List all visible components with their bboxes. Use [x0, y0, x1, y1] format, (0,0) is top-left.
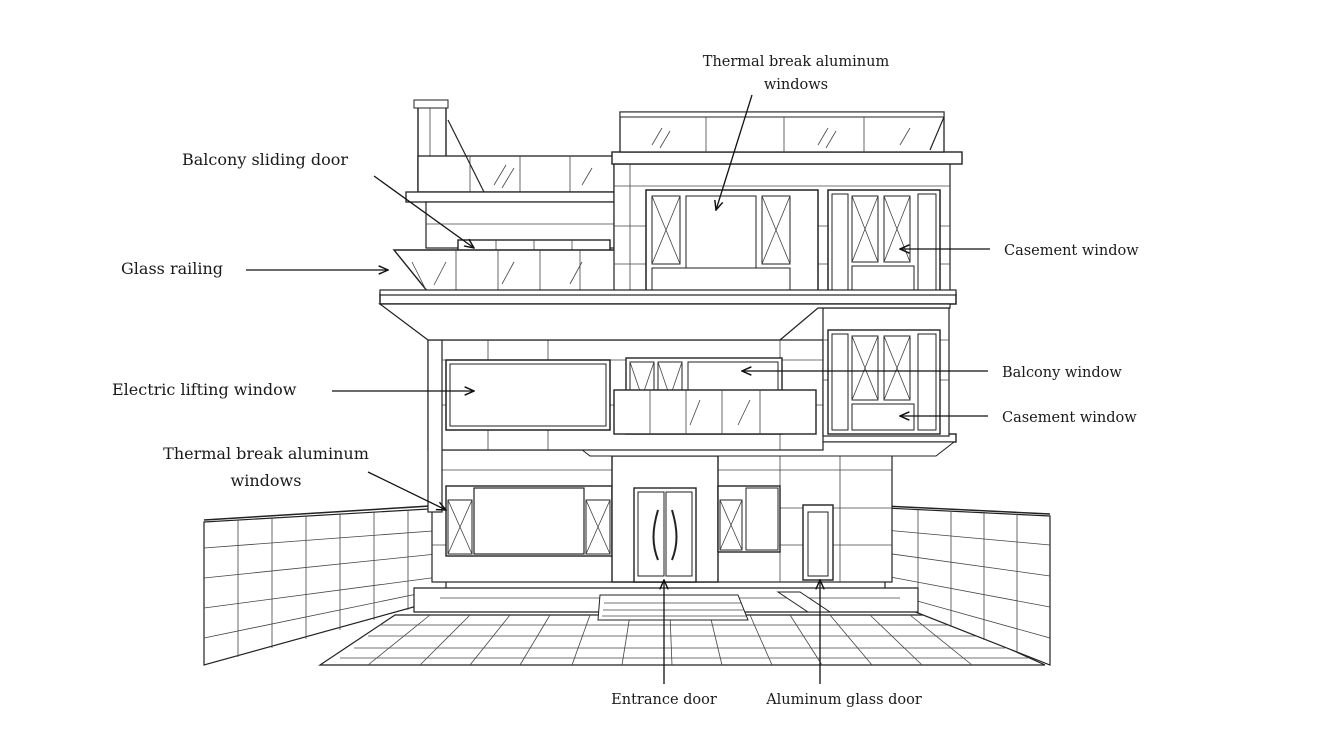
- ground-floor: [413, 449, 919, 621]
- label-thermal-break-top-line2: windows: [764, 77, 828, 93]
- courtyard-pavement: [318, 614, 1046, 666]
- top-floor: [379, 99, 963, 296]
- second-floor: [427, 307, 950, 513]
- label-thermal-break-left-line2: windows: [231, 471, 302, 490]
- leader-thermal-break-left: [367, 471, 446, 510]
- label-thermal-break-top-line1: Thermal break aluminum: [703, 54, 890, 70]
- annotations: Thermal break aluminum windows Balcony s…: [112, 54, 1139, 708]
- leader-thermal-break-top: [716, 94, 753, 210]
- label-aluminum-glass-door: Aluminum glass door: [765, 692, 922, 708]
- left-boundary-wall: [203, 504, 447, 666]
- leader-balcony-sliding-door: [373, 175, 474, 248]
- label-glass-railing: Glass railing: [121, 259, 223, 278]
- label-entrance-door: Entrance door: [611, 692, 717, 708]
- label-balcony-window: Balcony window: [1002, 365, 1122, 381]
- label-casement-window-top: Casement window: [1004, 243, 1139, 259]
- label-electric-lifting-window: Electric lifting window: [112, 380, 297, 399]
- label-balcony-sliding-door: Balcony sliding door: [182, 150, 348, 169]
- label-thermal-break-left-line1: Thermal break aluminum: [163, 444, 369, 463]
- house-drawing: [203, 99, 1051, 666]
- label-casement-window-mid: Casement window: [1002, 410, 1137, 426]
